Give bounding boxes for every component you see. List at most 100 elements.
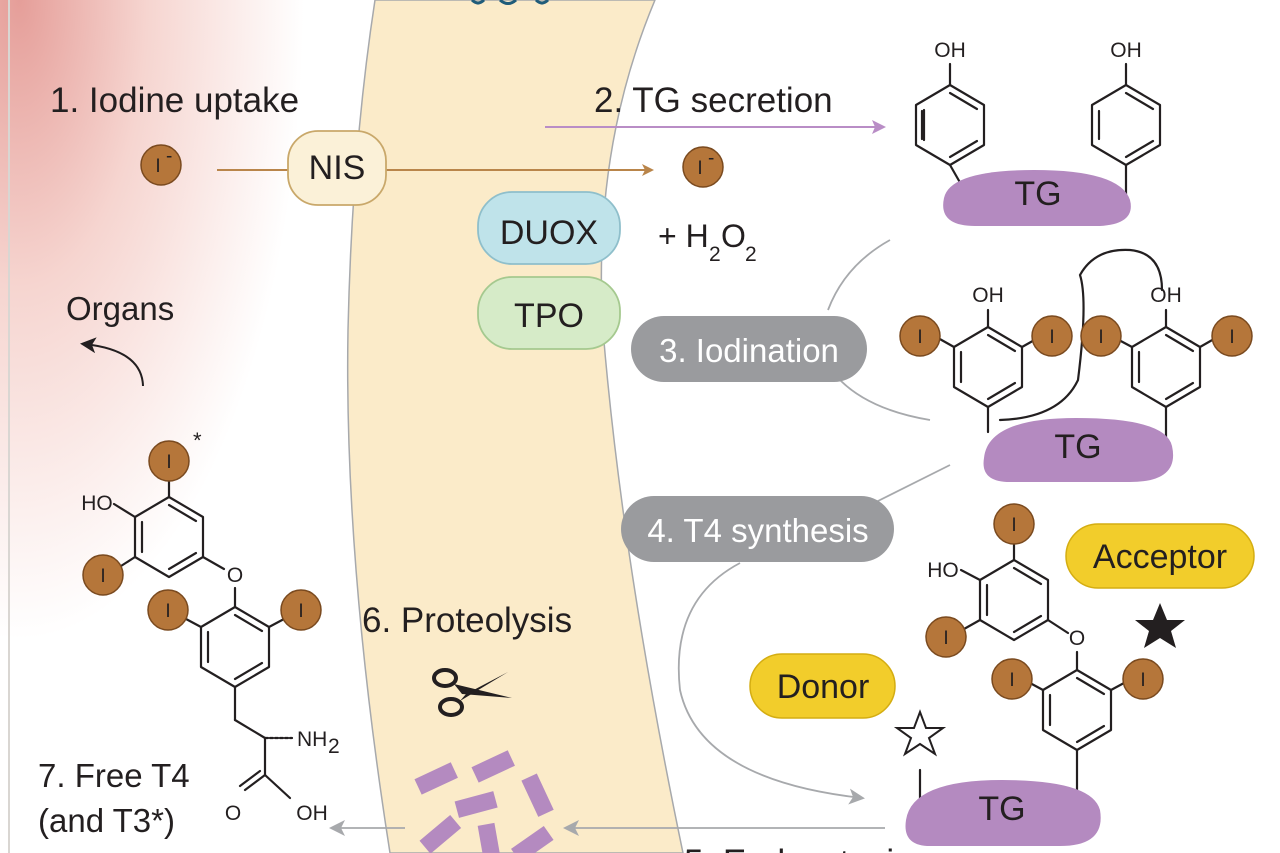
iodine-atom: I xyxy=(1080,315,1122,357)
iodine-atom: I xyxy=(925,616,967,658)
free-acid-oh-label: OH xyxy=(296,802,328,825)
tyrosine-ring-1 xyxy=(914,83,986,167)
t4-synthesis-curve-upper xyxy=(869,464,951,506)
ether-o-label-1: O xyxy=(1069,627,1085,650)
h2o2-plus-h: + H xyxy=(658,218,709,254)
tg-label-2: TG xyxy=(1054,428,1101,466)
ho-label-1: HO xyxy=(927,559,959,582)
tg-fragment xyxy=(471,750,515,783)
iodine-symbol: I xyxy=(166,452,171,473)
tg-fragments xyxy=(414,750,554,853)
free-t4-molecule: HO O NH 2 O OH I * I xyxy=(81,428,339,825)
iodine-atom-circle xyxy=(1080,315,1122,357)
iodide-symbol-2: I xyxy=(697,158,702,179)
free-co-double-a xyxy=(243,773,267,792)
iodination-curve-lower xyxy=(839,379,931,421)
step-2-tg-secretion: 2. TG secretion xyxy=(594,81,833,120)
oh-label-2: OH xyxy=(1110,39,1142,62)
iodine-atom-circle xyxy=(925,616,967,658)
step-1-iodine-uptake: 1. Iodine uptake xyxy=(50,81,299,120)
iodine-atom-circle xyxy=(280,589,322,631)
cropped-title-fragment xyxy=(470,0,550,5)
free-co-double-b xyxy=(238,769,262,788)
hydrogen-peroxide-label: + H 2 O 2 xyxy=(658,218,757,266)
iodine-atom: I xyxy=(1031,315,1073,357)
ring-2-double-c xyxy=(1124,91,1155,111)
step-6-proteolysis: 6. Proteolysis xyxy=(362,601,572,640)
h2o2-sub-2: 2 xyxy=(745,243,757,266)
iodine-symbol: I xyxy=(1009,670,1014,691)
iodide-ion-blood: I - xyxy=(140,144,182,186)
iodine-symbol: I xyxy=(1140,670,1145,691)
tg-protein-1 xyxy=(943,170,1131,226)
acceptor-star-icon xyxy=(1135,603,1185,648)
step-5-endocytosis: 5. Endocytosis xyxy=(684,843,912,853)
free-inner-i-bond-b xyxy=(267,617,286,629)
iodine-atom-circle xyxy=(991,658,1033,700)
iodine-symbol: I xyxy=(1229,327,1234,348)
oh-label-3: OH xyxy=(972,284,1004,307)
nis-transporter: NIS xyxy=(287,130,387,206)
iodine-atom: I xyxy=(82,554,124,596)
inner-ring-1-i-bond-a xyxy=(1028,681,1045,692)
iodine-atom: I xyxy=(147,589,189,631)
outer-ring-1-i-bond-b xyxy=(962,618,982,631)
free-alpha-bond xyxy=(233,718,267,740)
free-acid-o-label: O xyxy=(225,802,241,825)
h2o2-sub-1: 2 xyxy=(709,243,721,266)
tg-protein-2 xyxy=(983,418,1174,482)
scissors-icon xyxy=(432,668,512,717)
nis-label: NIS xyxy=(309,149,366,187)
oh-label-1: OH xyxy=(934,39,966,62)
ring-2-double-b xyxy=(1124,139,1155,159)
inner-ring-1 xyxy=(1041,668,1113,752)
outer-ring-1-double-b xyxy=(1012,614,1043,634)
iodine-atom: I xyxy=(1122,658,1164,700)
nis-pill xyxy=(287,130,387,206)
iodine-atom-circle xyxy=(1031,315,1073,357)
iodine-atom: I xyxy=(148,440,190,482)
tg-fragment xyxy=(511,825,554,853)
diiodotyrosine-ring-2 xyxy=(1130,325,1202,409)
iodine-atom: I xyxy=(899,315,941,357)
acceptor-pill xyxy=(1065,523,1255,589)
t4-on-tg: HO O I I I I xyxy=(905,503,1164,846)
step-3-iodination-badge: 3. Iodination xyxy=(631,316,867,382)
iodine-atom-circle xyxy=(993,503,1035,545)
step-3-iodination-label: 3. Iodination xyxy=(659,332,839,369)
tyrosine-ring-2 xyxy=(1090,83,1162,167)
donor-star-icon xyxy=(893,709,947,757)
free-outer-i-bond-b xyxy=(119,555,137,568)
tg-fragment xyxy=(419,815,462,853)
organs-label: Organs xyxy=(66,290,174,327)
free-nh-label: NH xyxy=(297,728,327,751)
tpo-label: TPO xyxy=(514,297,584,335)
organs-arrow xyxy=(80,337,144,387)
iodine-atom-circle xyxy=(148,440,190,482)
oh-label-4: OH xyxy=(1150,284,1182,307)
ring-3-double-c xyxy=(986,333,1017,353)
free-ether-o-label: O xyxy=(227,564,243,587)
h2o2-o: O xyxy=(721,218,746,254)
iodine-symbol: I xyxy=(165,601,170,622)
t4-synthesis-badge xyxy=(621,496,894,562)
free-inner-double-b xyxy=(233,661,264,681)
iodine-atom-circle xyxy=(1211,315,1253,357)
donor-label: Donor xyxy=(777,668,870,706)
inner-ring-1-i-bond-b xyxy=(1109,681,1126,692)
iodide-ion-blood-circle xyxy=(140,144,182,186)
inner-ring-1-double-c xyxy=(1075,676,1106,696)
acceptor-label: Acceptor xyxy=(1093,538,1227,576)
tg-with-tyrosines: OH OH TG xyxy=(914,39,1162,226)
tg-label-3: TG xyxy=(978,790,1025,828)
tg-label-1: TG xyxy=(1014,175,1061,213)
ring-3-i-bond-a xyxy=(936,336,956,349)
scissors-handle-upper xyxy=(432,668,458,688)
diiodotyrosine-ring-1 xyxy=(952,325,1024,409)
free-t4-outer-ring xyxy=(133,495,205,579)
ring-4-double-b xyxy=(1164,381,1195,401)
tg-fragment xyxy=(521,773,554,817)
ether-bond-1a xyxy=(1046,618,1070,635)
